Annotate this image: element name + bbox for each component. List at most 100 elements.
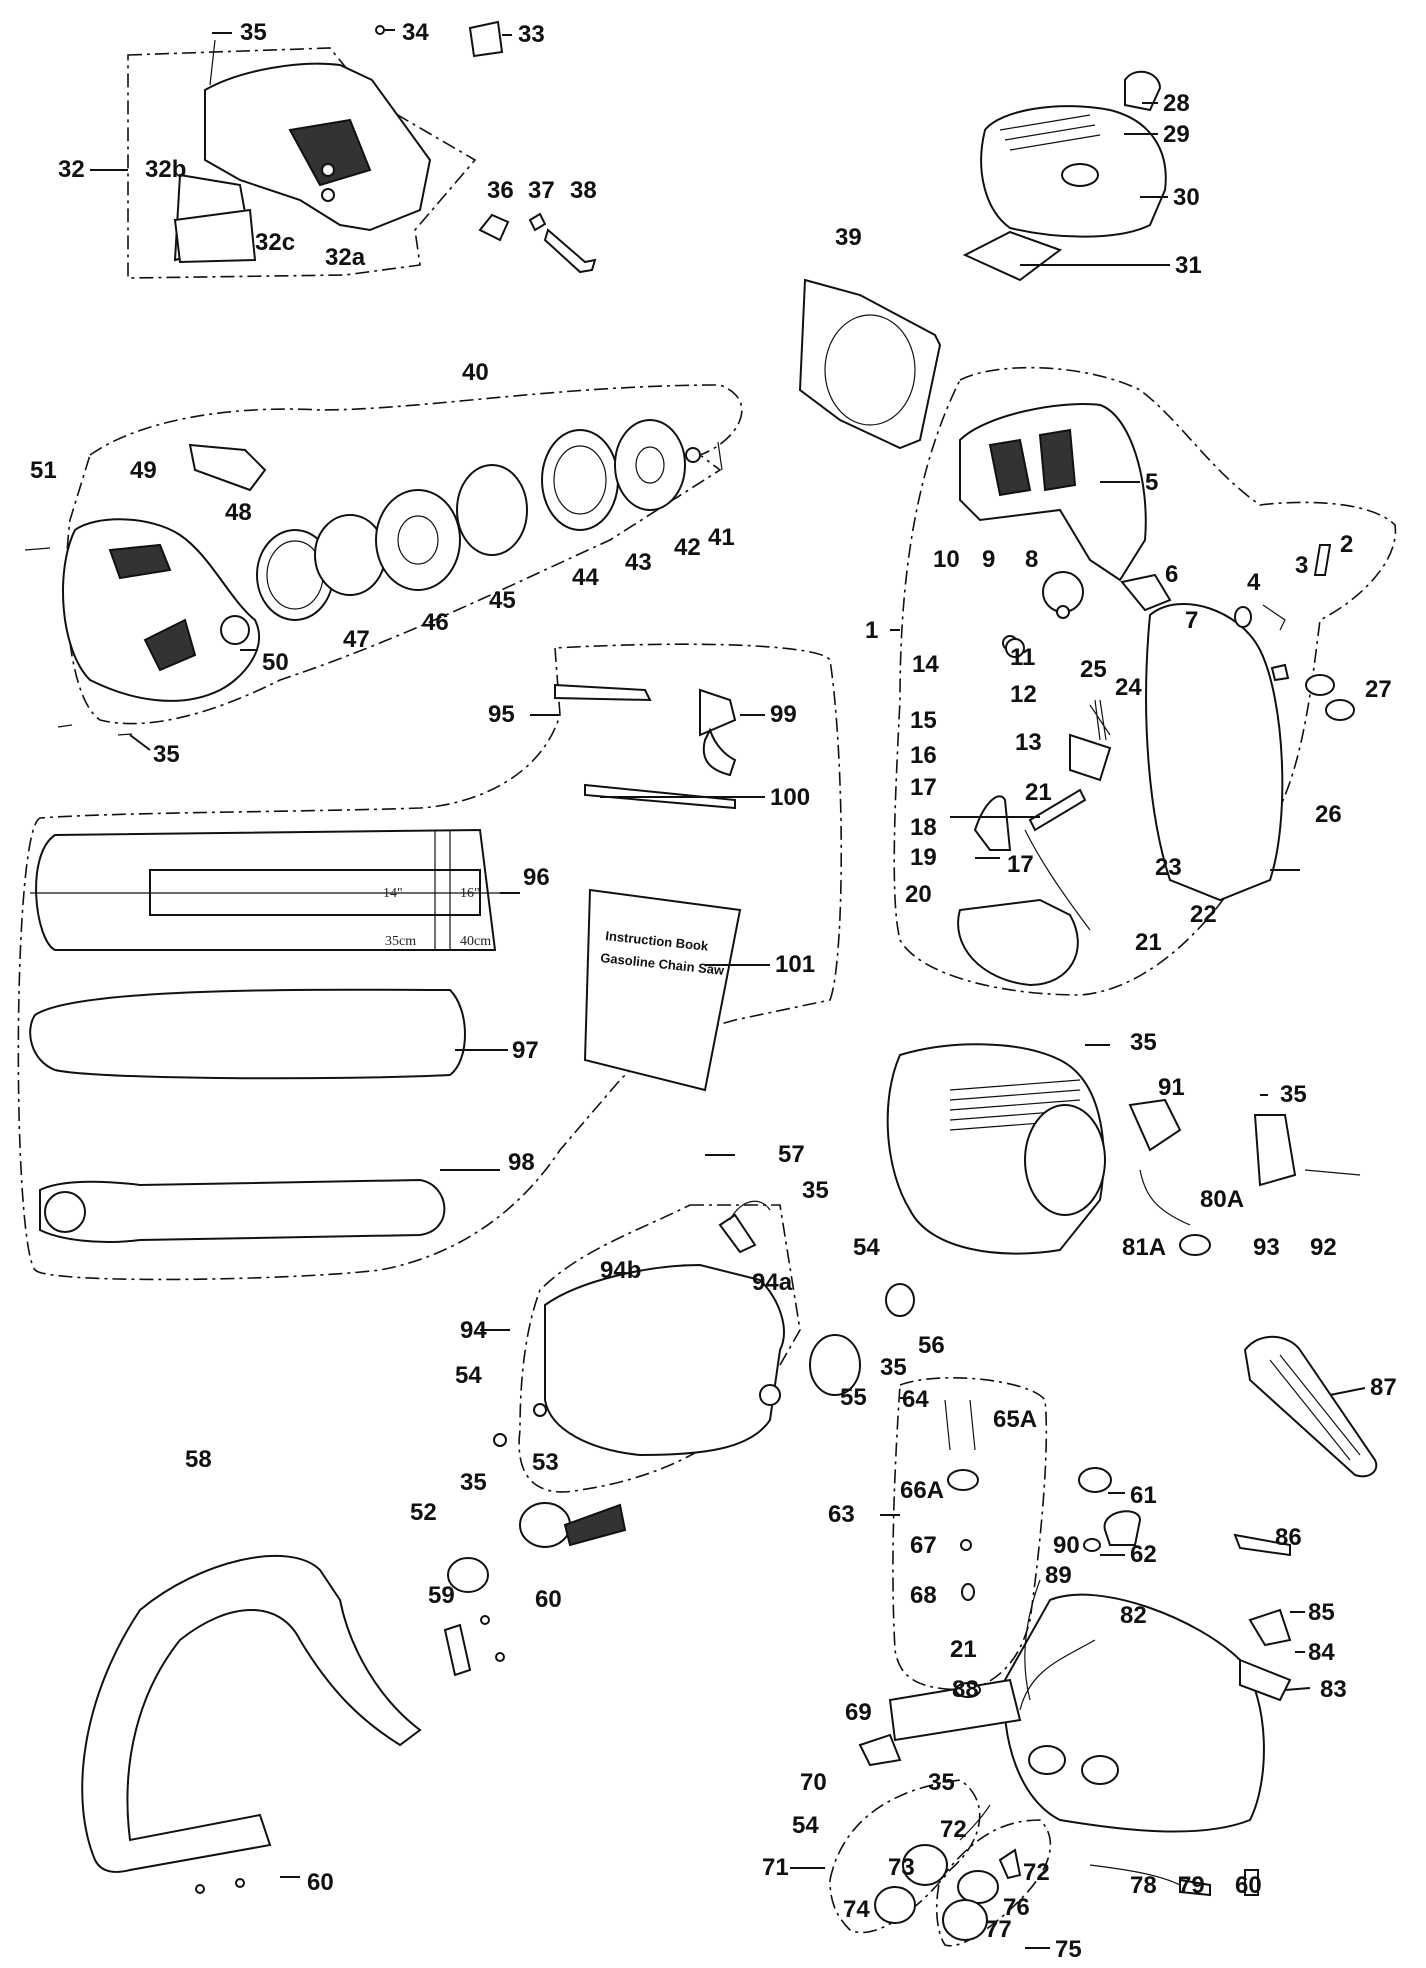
label-33: 33 (518, 21, 545, 48)
fuel-tank-housing (888, 1510, 1292, 1897)
part-66a-filter (947, 1469, 979, 1491)
group-outline-63 (892, 1377, 1048, 1691)
label-48: 48 (225, 499, 252, 526)
label-24: 24 (1115, 674, 1142, 701)
label-1: 1 (865, 617, 878, 644)
label-19: 19 (910, 844, 937, 871)
label-14: 14 (912, 651, 939, 678)
label-93: 93 (1253, 1234, 1280, 1261)
label-87: 87 (1370, 1374, 1397, 1401)
label-90: 90 (1053, 1532, 1080, 1559)
label-25: 25 (1080, 656, 1107, 683)
label-78: 78 (1130, 1872, 1157, 1899)
label-71: 71 (762, 1854, 789, 1881)
bar-size-40cm: 40cm (460, 934, 491, 949)
group-outline-95 (17, 643, 843, 1281)
label-28: 28 (1163, 90, 1190, 117)
label-20: 20 (905, 881, 932, 908)
part-52-plug (447, 1557, 489, 1593)
label-36: 36 (487, 177, 514, 204)
group-outline-71 (829, 1779, 981, 1934)
label-51: 51 (30, 457, 57, 484)
label-94a: 94a (752, 1269, 793, 1296)
label-72: 72 (940, 1816, 967, 1843)
label-3: 3 (1295, 552, 1308, 579)
top-cover-assembly (173, 20, 597, 274)
label-7: 7 (1185, 607, 1198, 634)
tools-and-bar-group (29, 683, 742, 1243)
label-23: 23 (1155, 854, 1182, 881)
label-101: 101 (775, 951, 815, 978)
label-37: 37 (528, 177, 555, 204)
label-46: 46 (422, 609, 449, 636)
label-38: 38 (570, 177, 597, 204)
label-63: 63 (828, 1501, 855, 1528)
label-10: 10 (933, 546, 960, 573)
label-30: 30 (1173, 184, 1200, 211)
crankcase-94 (493, 1200, 915, 1457)
label-26: 26 (1315, 801, 1342, 828)
label-60-c: 60 (307, 1869, 334, 1896)
label-32: 32 (58, 156, 85, 183)
label-53: 53 (532, 1449, 559, 1476)
label-17: 17 (910, 774, 937, 801)
label-49: 49 (130, 457, 157, 484)
label-44: 44 (572, 564, 599, 591)
bar-size-16: 16" (460, 886, 480, 901)
label-52: 52 (410, 1499, 437, 1526)
label-68: 68 (910, 1582, 937, 1609)
label-42: 42 (674, 534, 701, 561)
label-82: 82 (1120, 1602, 1147, 1629)
label-60-b: 60 (1235, 1872, 1262, 1899)
label-32c: 32c (255, 229, 295, 256)
label-12: 12 (1010, 681, 1037, 708)
label-47: 47 (343, 626, 370, 653)
label-5: 5 (1145, 469, 1158, 496)
label-50: 50 (262, 649, 289, 676)
label-83: 83 (1320, 1676, 1347, 1703)
label-79: 79 (1178, 1872, 1205, 1899)
group-outline-94 (518, 1204, 801, 1493)
label-65A: 65A (993, 1406, 1037, 1433)
rear-handle-assembly (957, 403, 1355, 987)
group-outline-40 (65, 384, 743, 725)
label-27: 27 (1365, 676, 1392, 703)
label-35-case: 35 (880, 1354, 907, 1381)
label-67: 67 (910, 1532, 937, 1559)
label-61: 61 (1130, 1482, 1157, 1509)
label-13: 13 (1015, 729, 1042, 756)
label-60: 60 (535, 1586, 562, 1613)
label-56: 56 (918, 1332, 945, 1359)
label-58: 58 (185, 1446, 212, 1473)
label-69: 69 (845, 1699, 872, 1726)
label-70: 70 (800, 1769, 827, 1796)
label-15: 15 (910, 707, 937, 734)
label-94: 94 (460, 1317, 487, 1344)
label-4: 4 (1247, 569, 1261, 596)
part-39-plate (798, 278, 942, 450)
label-35: 35 (240, 19, 267, 46)
label-75: 75 (1055, 1936, 1082, 1963)
label-32b: 32b (145, 156, 186, 183)
label-8: 8 (1025, 546, 1038, 573)
label-89: 89 (1045, 1562, 1072, 1589)
bar-size-35cm: 35cm (385, 934, 416, 949)
label-85: 85 (1308, 1599, 1335, 1626)
label-40: 40 (462, 359, 489, 386)
label-34: 34 (402, 19, 429, 46)
label-73: 73 (888, 1854, 915, 1881)
label-57: 57 (778, 1141, 805, 1168)
label-22: 22 (1190, 901, 1217, 928)
label-21: 21 (1025, 779, 1052, 806)
label-18: 18 (910, 814, 937, 841)
label-100: 100 (770, 784, 810, 811)
label-35-engine: 35 (1130, 1029, 1157, 1056)
label-54-b: 54 (455, 1362, 482, 1389)
label-2: 2 (1340, 531, 1353, 558)
label-64: 64 (902, 1386, 929, 1413)
label-59: 59 (428, 1582, 455, 1609)
label-35-spring: 35 (802, 1177, 829, 1204)
label-35-starter: 35 (153, 741, 180, 768)
label-76: 76 (1003, 1894, 1030, 1921)
